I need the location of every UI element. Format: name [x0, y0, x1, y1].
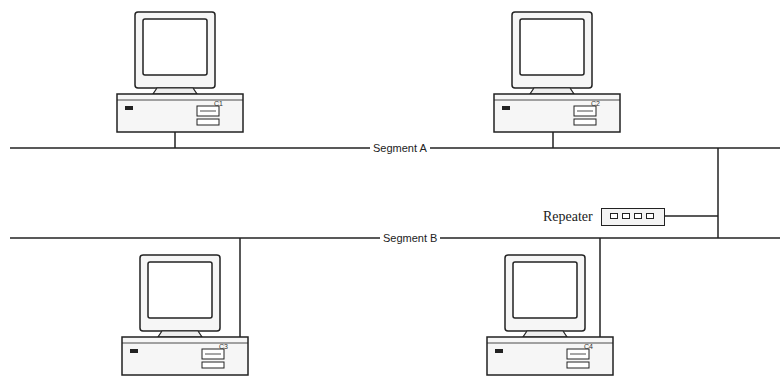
computer-id: C1 — [214, 100, 223, 108]
computer-id: C3 — [219, 343, 228, 351]
repeater-box — [601, 208, 665, 226]
repeater-link — [717, 148, 719, 238]
drop-cable — [552, 132, 554, 148]
drop-cable — [599, 238, 601, 337]
computer-id: C2 — [591, 100, 600, 108]
segment-label: Segment B — [380, 232, 440, 245]
port-light — [646, 213, 654, 219]
repeater-label: Repeater — [543, 209, 593, 225]
drop-cable — [239, 238, 241, 337]
drop-cable — [174, 132, 176, 148]
repeater-node: Repeater — [543, 207, 665, 226]
port-light — [622, 213, 630, 219]
repeater-link — [665, 215, 718, 217]
port-light — [610, 213, 618, 219]
computer-id: C4 — [584, 343, 593, 351]
segment-label: Segment A — [370, 142, 430, 155]
port-light — [634, 213, 642, 219]
